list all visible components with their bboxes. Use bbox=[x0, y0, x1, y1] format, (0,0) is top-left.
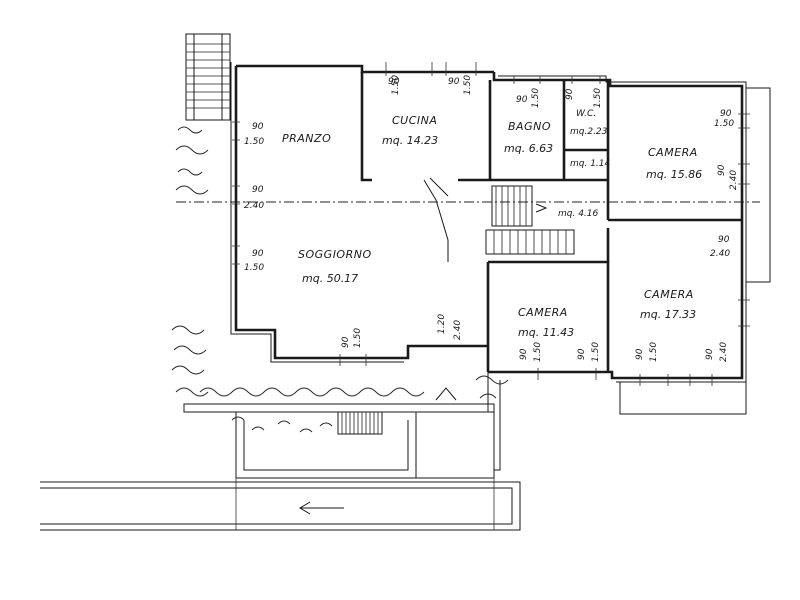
dim-cucina-w2-a: 90 bbox=[448, 77, 460, 87]
exterior-walls bbox=[230, 62, 747, 383]
dim-camera-s1-w1-a: 90 bbox=[519, 348, 529, 360]
dim-cucina-w1-a: 90 bbox=[388, 77, 400, 87]
dim-camera-s2-e-a: 90 bbox=[718, 235, 730, 245]
area-wc: mq.2.23 bbox=[570, 127, 608, 137]
internal-stairs bbox=[485, 185, 575, 255]
dim-camera-s1-w2-a: 90 bbox=[577, 348, 587, 360]
terrace bbox=[183, 372, 501, 479]
external-stairs bbox=[185, 33, 231, 121]
east-balcony bbox=[746, 87, 771, 283]
dim-porta-s-b: 2.40 bbox=[453, 320, 463, 340]
area-soggiorno: mq. 50.17 bbox=[302, 272, 358, 285]
driveway bbox=[40, 478, 521, 531]
room-name-pranzo: PRANZO bbox=[282, 132, 331, 145]
opening-labels: 90 1.50 90 1.50 90 1.50 90 1.50 90 1.50 … bbox=[244, 75, 739, 362]
dim-camera-s1-w2-b: 1.50 bbox=[591, 342, 601, 362]
dim-camera-ne-w1-a: 90 bbox=[720, 109, 732, 119]
area-camera-s1: mq. 11.43 bbox=[518, 326, 574, 339]
room-name-camera-s2: CAMERA bbox=[644, 288, 694, 301]
dim-bagno-w-b: 1.50 bbox=[531, 88, 541, 108]
dim-camera-s2-w2-b: 2.40 bbox=[719, 342, 729, 362]
dim-pranzo-top: 90 bbox=[252, 122, 264, 132]
room-name-soggiorno: SOGGIORNO bbox=[298, 248, 372, 261]
area-disimpegno: mq. 4.16 bbox=[558, 209, 599, 219]
dim-soggiorno-s-a: 90 bbox=[341, 336, 351, 348]
area-bagno: mq. 6.63 bbox=[504, 142, 553, 155]
area-camera-s2: mq. 17.33 bbox=[640, 308, 696, 321]
interior-walls bbox=[360, 72, 742, 372]
dim-porta-s-a: 1.20 bbox=[437, 314, 447, 334]
vegetation bbox=[171, 126, 509, 433]
dim-soggiorno-w-b: 1.50 bbox=[244, 263, 264, 273]
area-wc-2: mq. 1.14 bbox=[570, 159, 611, 169]
room-name-wc: W.C. bbox=[576, 109, 596, 119]
dim-camera-s2-e-b: 2.40 bbox=[710, 249, 730, 259]
room-name-bagno: BAGNO bbox=[508, 120, 551, 133]
dim-cucina-w2-b: 1.50 bbox=[463, 75, 473, 95]
dim-camera-s1-w1-b: 1.50 bbox=[533, 342, 543, 362]
window-marks bbox=[232, 62, 750, 386]
room-name-cucina: CUCINA bbox=[392, 114, 437, 127]
dim-wc-w-b: 1.50 bbox=[593, 88, 603, 108]
dim-soggiorno-s-b: 1.50 bbox=[353, 328, 363, 348]
area-camera-ne: mq. 15.86 bbox=[646, 168, 702, 181]
dim-camera-s2-w1-a: 90 bbox=[635, 348, 645, 360]
direction-arrow bbox=[535, 203, 548, 213]
dim-bagno-w-a: 90 bbox=[516, 95, 528, 105]
south-balcony bbox=[619, 382, 747, 415]
dim-camera-ne-w1-b: 1.50 bbox=[714, 119, 734, 129]
dim-camera-ne-w2-b: 2.40 bbox=[729, 170, 739, 190]
dim-pranzo-w2-b: 2.40 bbox=[244, 201, 264, 211]
dim-soggiorno-w-a: 90 bbox=[252, 249, 264, 259]
room-labels: PRANZO 90 1.50 CUCINA mq. 14.23 BAGNO mq… bbox=[244, 109, 702, 339]
dim-pranzo-bottom: 1.50 bbox=[244, 137, 264, 147]
dim-wc-w-a: 90 bbox=[565, 88, 575, 100]
room-name-camera-ne: CAMERA bbox=[648, 146, 698, 159]
dim-camera-ne-w2-a: 90 bbox=[717, 164, 727, 176]
dim-camera-s2-w2-a: 90 bbox=[705, 348, 715, 360]
dim-pranzo-w2-a: 90 bbox=[252, 185, 264, 195]
area-cucina: mq. 14.23 bbox=[382, 134, 438, 147]
dim-cucina-w1-b: 1.50 bbox=[391, 75, 401, 95]
dim-camera-s2-w1-b: 1.50 bbox=[649, 342, 659, 362]
room-name-camera-s1: CAMERA bbox=[518, 306, 568, 319]
